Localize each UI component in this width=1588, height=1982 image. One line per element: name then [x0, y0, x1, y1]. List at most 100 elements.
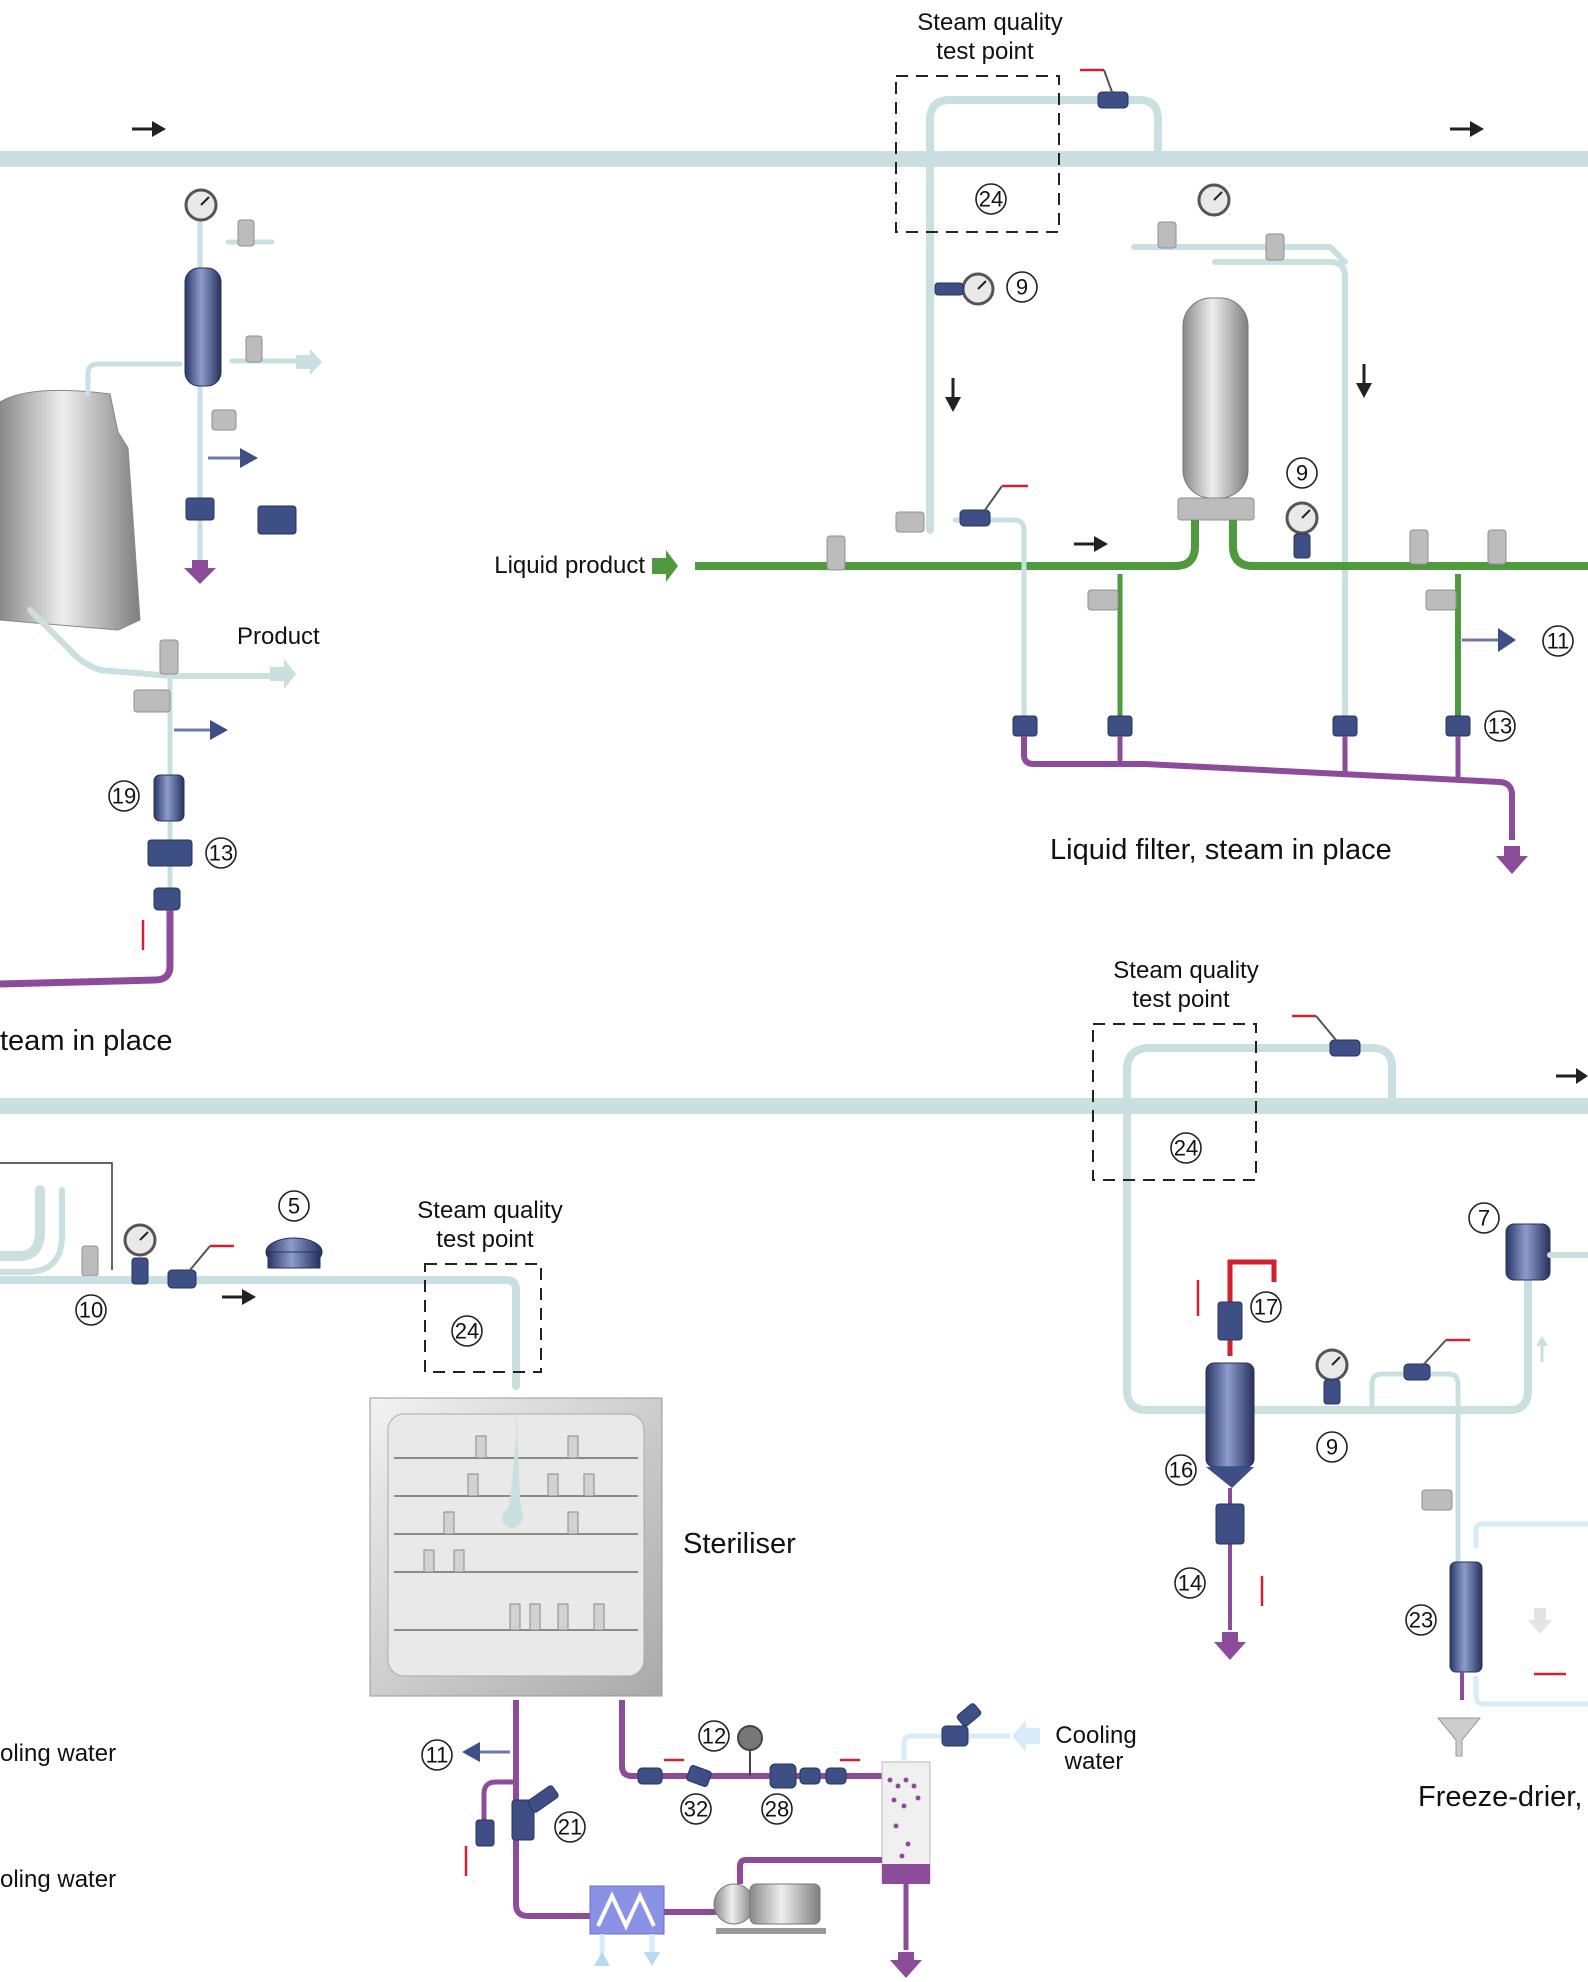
- cooling-tank-liquid: [882, 1864, 930, 1884]
- product-outlet: [27, 607, 275, 679]
- flow-arrow-icon: [652, 550, 678, 582]
- steam-test-loop-mid: [1123, 1044, 1396, 1394]
- diaphragm-valve-icon[interactable]: [826, 535, 846, 571]
- svg-text:11: 11: [1547, 629, 1570, 654]
- callout-5: 5: [278, 1190, 310, 1222]
- test-point-box-top: [895, 75, 1060, 233]
- pressure-gauge-icon: [934, 272, 995, 306]
- callout-7: 7: [1468, 1202, 1500, 1234]
- diaphragm-valve-icon[interactable]: [1087, 589, 1119, 611]
- flow-arrow-icon: [1528, 1608, 1552, 1634]
- callout-16: 16: [1165, 1454, 1197, 1486]
- flow-arrow-icon: [132, 121, 166, 137]
- callout-12: 12: [698, 1720, 730, 1752]
- callout-21: 21: [554, 1811, 586, 1843]
- pressure-gauge-icon: [1315, 1348, 1349, 1405]
- callout-14: 14: [1174, 1567, 1206, 1599]
- svg-text:21: 21: [558, 1815, 582, 1840]
- svg-text:13: 13: [1488, 714, 1512, 739]
- steam-trap-icon: [1445, 715, 1471, 737]
- product-label: Product: [237, 623, 320, 650]
- callout-9-top-right: 9: [1286, 457, 1318, 489]
- diaphragm-valve-icon[interactable]: [1157, 221, 1177, 249]
- diaphragm-valve-icon[interactable]: [1421, 1489, 1453, 1511]
- svg-text:28: 28: [765, 1797, 789, 1822]
- ball-valve-icon[interactable]: [941, 1703, 982, 1747]
- temperature-sensor-icon: [1462, 628, 1516, 652]
- svg-text:11: 11: [426, 1743, 449, 1768]
- steam-test-loop-top: [926, 96, 1162, 534]
- ball-valve-icon[interactable]: [141, 887, 181, 950]
- ball-valve-icon[interactable]: [167, 1244, 234, 1289]
- heat-exchanger-coil: [596, 1891, 656, 1931]
- cooling-water-left-label-1: oling water: [0, 1740, 116, 1767]
- pressure-gauge-icon: [737, 1725, 763, 1776]
- flow-arrow-icon: [1214, 1632, 1246, 1660]
- condensate-line-top-left: [0, 910, 174, 988]
- tank-sip-title: team in place: [0, 1025, 173, 1057]
- diaphragm-valve-icon[interactable]: [1265, 233, 1285, 261]
- diaphragm-valve-icon[interactable]: [1425, 589, 1457, 611]
- steam-trap-icon: [1215, 1503, 1245, 1545]
- flow-arrow-icon: [1012, 1720, 1040, 1752]
- drain-branch: [952, 517, 1027, 731]
- trap-28: [769, 1763, 847, 1789]
- separator-5: [265, 1237, 323, 1269]
- diaphragm-valve-icon[interactable]: [245, 335, 263, 363]
- bypass-loop: [481, 1779, 516, 1836]
- diaphragm-valve-icon[interactable]: [81, 1245, 99, 1277]
- temperature-sensor-icon: [174, 720, 228, 740]
- test-point-box-mid: [1092, 1023, 1257, 1181]
- diaphragm-valve-icon[interactable]: [133, 689, 171, 713]
- flow-arrow-icon: [1356, 364, 1372, 398]
- callout-11-bottom: 11: [421, 1739, 453, 1771]
- pressure-gauge-icon: [184, 188, 218, 222]
- tank-steam-feed: [85, 361, 183, 397]
- diaphragm-valve-icon[interactable]: [237, 219, 255, 247]
- diaphragm-valve-icon[interactable]: [895, 511, 925, 533]
- steam-test-point-label-top-line1: Steam quality: [917, 9, 1062, 36]
- test-point-box-steriliser: [424, 1263, 542, 1373]
- diaphragm-valve-icon[interactable]: [1487, 529, 1507, 565]
- svg-text:12: 12: [702, 1724, 726, 1749]
- diaphragm-valve-icon[interactable]: [159, 639, 179, 675]
- strainer-19: [153, 774, 185, 822]
- cooling-water-label-line2: water: [1064, 1748, 1124, 1775]
- svg-text:9: 9: [1326, 1435, 1338, 1460]
- liquid-filter-housing: [1182, 297, 1249, 499]
- svg-text:16: 16: [1169, 1458, 1193, 1483]
- svg-text:7: 7: [1478, 1206, 1490, 1231]
- freeze-drier-steam-feed: [1123, 1276, 1532, 1414]
- steam-separator-16: [1205, 1362, 1255, 1468]
- svg-text:32: 32: [684, 1797, 708, 1822]
- steam-trap-icon: [185, 497, 215, 521]
- ball-valve-icon[interactable]: [1403, 1338, 1470, 1381]
- flow-arrow-icon: [644, 1952, 660, 1966]
- steriliser-drain-2: [619, 1700, 882, 1779]
- callout-28: 28: [761, 1793, 793, 1825]
- flow-arrow-icon: [222, 1289, 256, 1305]
- flow-arrow-icon: [296, 349, 322, 375]
- cooling-water-label-line1: Cooling: [1055, 1722, 1136, 1749]
- condensate-line-top-right: [1021, 736, 1515, 840]
- ball-valve-icon[interactable]: [1080, 68, 1129, 109]
- diaphragm-valve-icon[interactable]: [211, 409, 237, 431]
- flow-arrow-icon: [594, 1952, 610, 1966]
- callout-19: 19: [108, 780, 140, 812]
- steam-inlet-jet: [506, 1400, 524, 1520]
- flow-arrow-icon: [1450, 121, 1484, 137]
- ball-valve-icon[interactable]: [1292, 1014, 1361, 1057]
- diaphragm-valve-icon[interactable]: [1409, 529, 1429, 565]
- ball-valve-icon[interactable]: [959, 484, 1028, 527]
- check-valve-icon: [637, 1767, 663, 1785]
- bottles: [423, 1435, 605, 1631]
- control-valve-21: [511, 1785, 559, 1841]
- steriliser-steam-feed: [0, 1276, 520, 1390]
- steam-test-point-label-steriliser-line2: test point: [436, 1226, 534, 1253]
- condensate-drops: [887, 1777, 921, 1859]
- callout-13-top: 13: [1484, 710, 1516, 742]
- callout-24-mid: 24: [1170, 1132, 1202, 1164]
- separator-cone: [1206, 1467, 1254, 1488]
- liquid-filter-title: Liquid filter, steam in place: [1050, 834, 1392, 866]
- callout-9-mid: 9: [1316, 1431, 1348, 1463]
